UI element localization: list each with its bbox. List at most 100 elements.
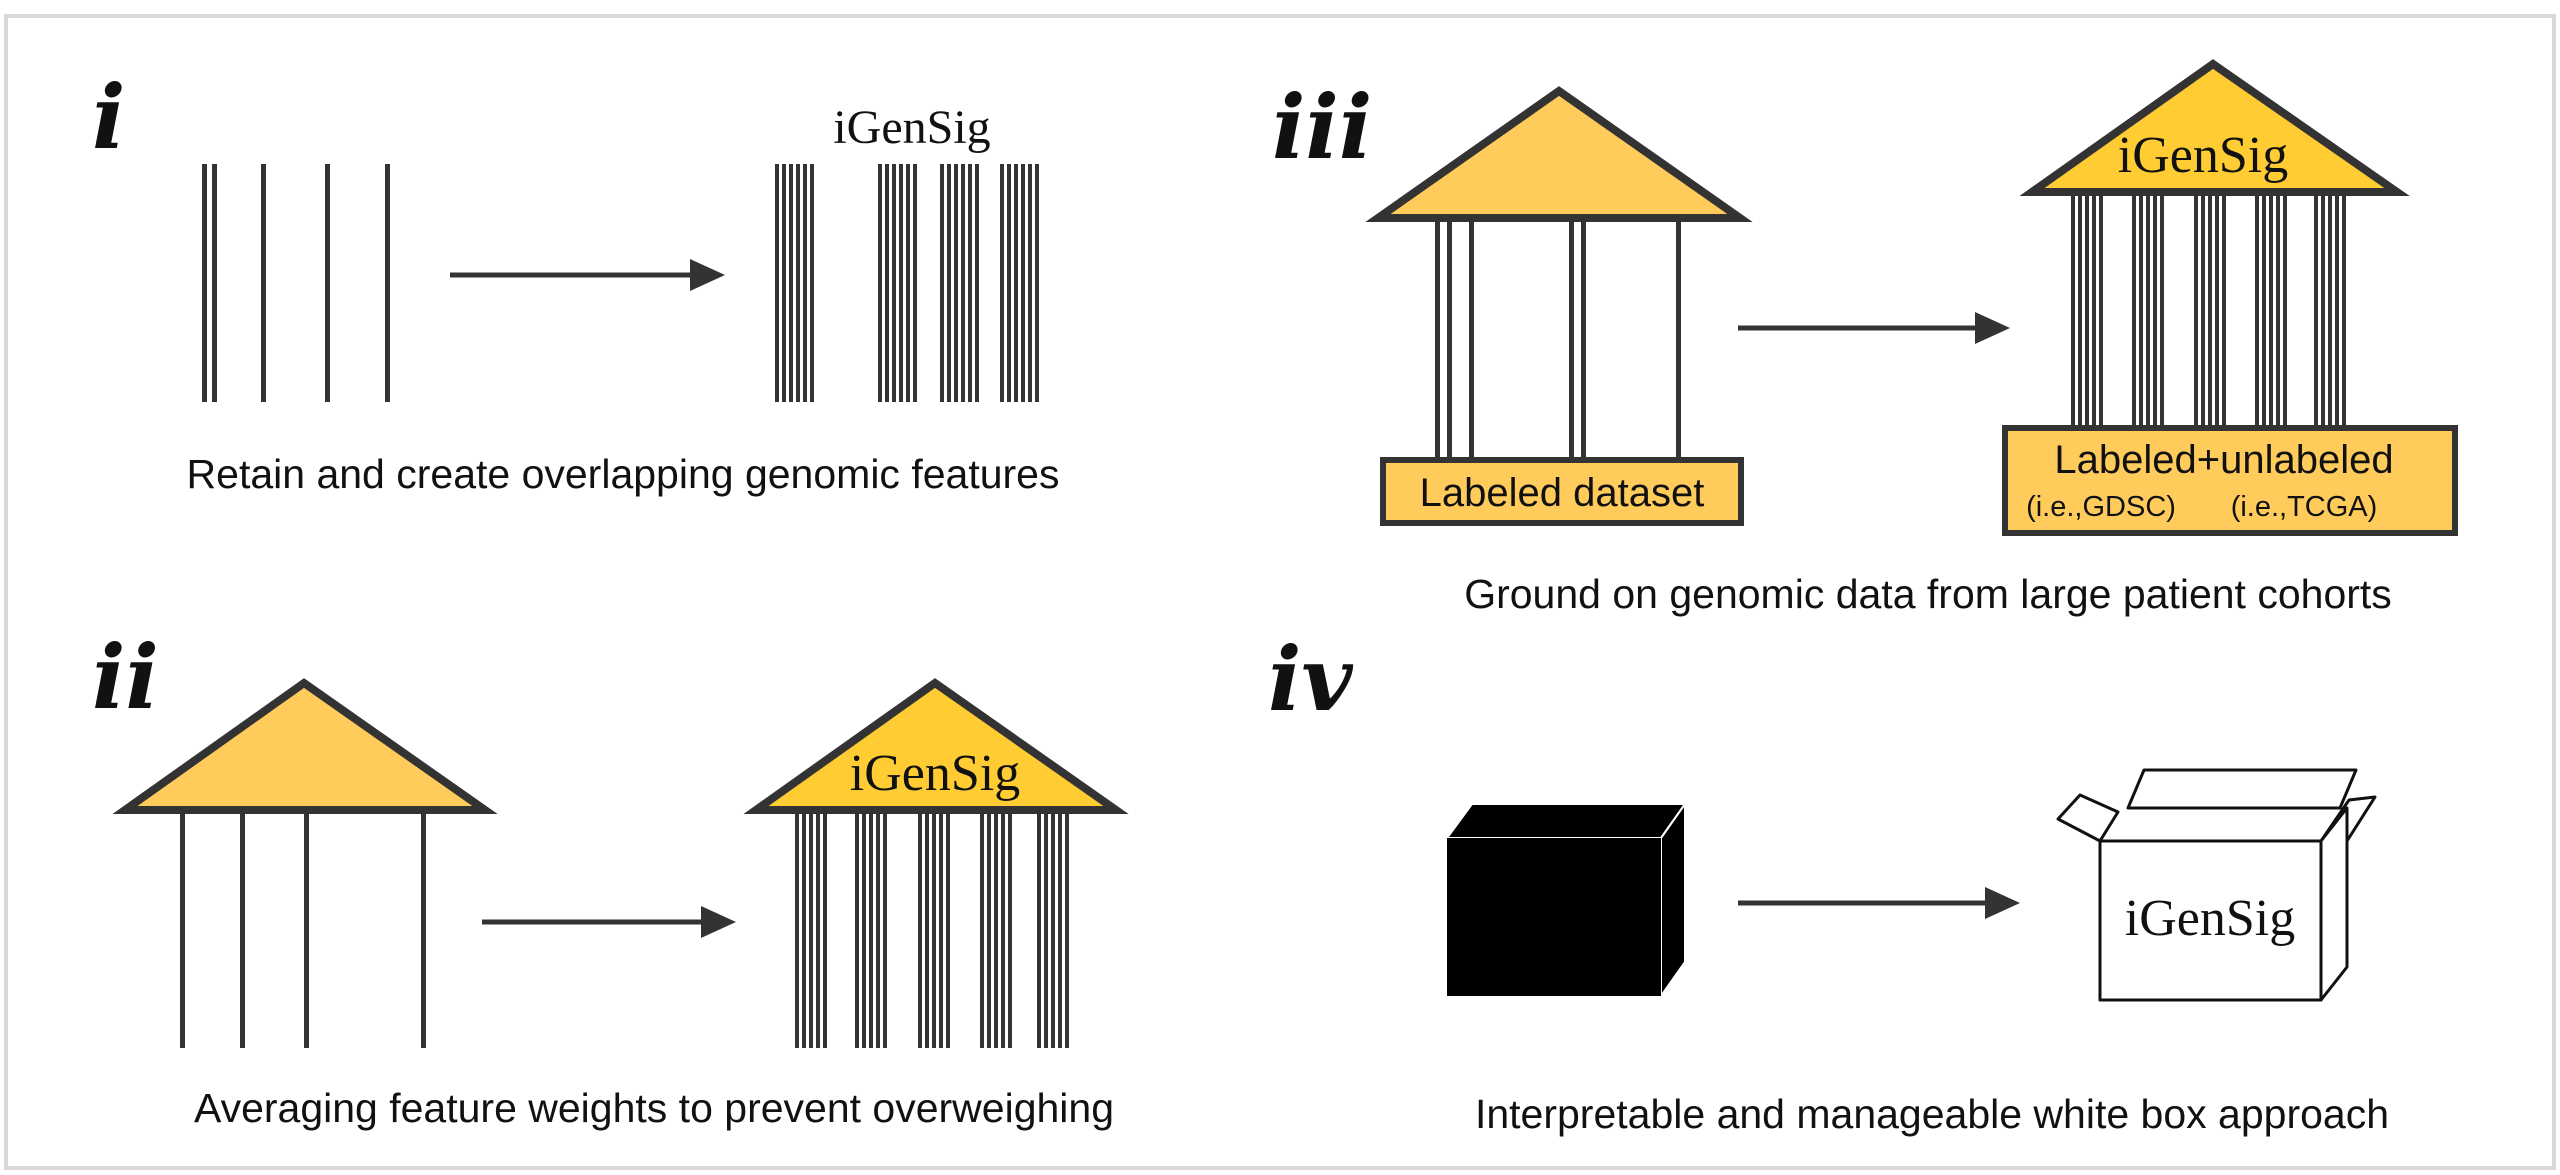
temple-column bbox=[2276, 194, 2280, 430]
temple-column bbox=[1676, 220, 1681, 462]
panel-ii-numeral: ii bbox=[92, 625, 159, 729]
panel-i-numeral: i bbox=[92, 65, 125, 169]
arrowhead bbox=[690, 259, 725, 291]
sparse-barcode-icon bbox=[202, 164, 390, 402]
arrowhead bbox=[1975, 312, 2010, 344]
temple-column bbox=[816, 812, 820, 1048]
temple-column bbox=[1469, 220, 1474, 462]
temple-column bbox=[180, 812, 185, 1048]
panel-i-brand: iGenSig bbox=[833, 101, 990, 154]
barcode-bar bbox=[913, 164, 917, 402]
barcode-bar bbox=[782, 164, 786, 402]
temple-column bbox=[2132, 194, 2136, 430]
panel-iii-numeral: iii bbox=[1272, 75, 1372, 179]
black-box-side bbox=[1660, 800, 1686, 1000]
barcode-bar bbox=[1028, 164, 1032, 402]
labeled-dataset-label: Labeled dataset bbox=[1420, 471, 1705, 515]
temple-column bbox=[1008, 812, 1012, 1048]
temple-column bbox=[2222, 194, 2226, 430]
temple-column bbox=[2071, 194, 2075, 430]
sparse-temple-icon bbox=[112, 678, 498, 1048]
temple-column bbox=[2153, 194, 2157, 430]
temple-column bbox=[2085, 194, 2089, 430]
temple-column bbox=[304, 812, 309, 1048]
barcode-bar bbox=[325, 164, 330, 402]
temple-column bbox=[1447, 220, 1452, 462]
barcode-bar bbox=[885, 164, 889, 402]
temple-column bbox=[2283, 194, 2287, 430]
barcode-bar bbox=[878, 164, 882, 402]
temple-column bbox=[2160, 194, 2164, 430]
tcga-note: (i.e.,TCGA) bbox=[2231, 491, 2378, 523]
barcode-bar bbox=[789, 164, 793, 402]
dense-temple-icon: iGenSig bbox=[743, 678, 1129, 1048]
temple-column bbox=[2208, 194, 2212, 430]
barcode-bar bbox=[906, 164, 910, 402]
panel-i-arrow bbox=[450, 259, 725, 291]
barcode-bar bbox=[261, 164, 266, 402]
barcode-bar bbox=[1000, 164, 1004, 402]
barcode-bar bbox=[1021, 164, 1025, 402]
temple-roof bbox=[743, 678, 1129, 814]
temple-column bbox=[2335, 194, 2339, 430]
temple-roof bbox=[2019, 59, 2410, 196]
barcode-bar bbox=[202, 164, 207, 402]
temple-column bbox=[2262, 194, 2266, 430]
panel-iv-numeral: iv bbox=[1268, 627, 1353, 731]
labeled-unlabeled-base bbox=[2002, 425, 2458, 536]
panel-iv-arrow bbox=[1738, 887, 2020, 919]
temple-column bbox=[987, 812, 991, 1048]
temple-column bbox=[2255, 194, 2259, 430]
temple-column bbox=[2201, 194, 2205, 430]
barcode-bar bbox=[954, 164, 958, 402]
temple-column bbox=[869, 812, 873, 1048]
temple-column bbox=[883, 812, 887, 1048]
temple-roof bbox=[1365, 86, 1753, 222]
temple-column bbox=[2146, 194, 2150, 430]
temple-column bbox=[994, 812, 998, 1048]
panel-ii-brand: iGenSig bbox=[850, 745, 1020, 802]
panel-iv-caption: Interpretable and manageable white box a… bbox=[1475, 1091, 2389, 1137]
barcode-bar bbox=[947, 164, 951, 402]
temple-column bbox=[1065, 812, 1069, 1048]
panel-ii-arrow bbox=[482, 906, 736, 938]
barcode-bar bbox=[1035, 164, 1039, 402]
panel-i-caption: Retain and create overlapping genomic fe… bbox=[187, 451, 1060, 497]
barcode-bar bbox=[899, 164, 903, 402]
box-left-flap bbox=[2056, 793, 2120, 843]
temple-column bbox=[862, 812, 866, 1048]
panel-iii: iii Labeled dataset iGenSig Labeled+unla… bbox=[1272, 59, 2458, 617]
barcode-bar bbox=[975, 164, 979, 402]
temple-column bbox=[1058, 812, 1062, 1048]
temple-columns bbox=[795, 812, 1069, 1048]
labeled-dataset-base bbox=[1380, 457, 1744, 526]
temple-column bbox=[2269, 194, 2273, 430]
temple-column bbox=[2328, 194, 2332, 430]
black-box-icon bbox=[1445, 800, 1687, 1000]
temple-column bbox=[240, 812, 245, 1048]
panel-iv: iv iGenSig Interpretable and manageable … bbox=[1268, 627, 2389, 1137]
temple-column bbox=[809, 812, 813, 1048]
barcode-bar bbox=[968, 164, 972, 402]
temple-labeled-unlabeled-icon: iGenSig Labeled+unlabeled (i.e.,GDSC) (i… bbox=[2002, 59, 2458, 536]
temple-columns bbox=[2071, 194, 2346, 430]
labeled-unlabeled-label: Labeled+unlabeled bbox=[2054, 438, 2393, 482]
temple-column bbox=[2194, 194, 2198, 430]
temple-column bbox=[802, 812, 806, 1048]
barcode-bar bbox=[803, 164, 807, 402]
temple-column bbox=[980, 812, 984, 1048]
temple-column bbox=[421, 812, 426, 1048]
temple-column bbox=[918, 812, 922, 1048]
barcode-bar bbox=[1014, 164, 1018, 402]
barcode-bar bbox=[961, 164, 965, 402]
temple-labeled-dataset-icon: Labeled dataset bbox=[1365, 86, 1753, 526]
barcode-bar bbox=[796, 164, 800, 402]
arrowhead bbox=[1985, 887, 2020, 919]
temple-column bbox=[2099, 194, 2103, 430]
temple-column bbox=[1569, 220, 1574, 462]
temple-column bbox=[876, 812, 880, 1048]
black-box-front bbox=[1447, 838, 1661, 996]
barcode-bar bbox=[385, 164, 390, 402]
panel-iii-brand: iGenSig bbox=[2118, 127, 2288, 184]
box-side bbox=[2319, 806, 2349, 1002]
